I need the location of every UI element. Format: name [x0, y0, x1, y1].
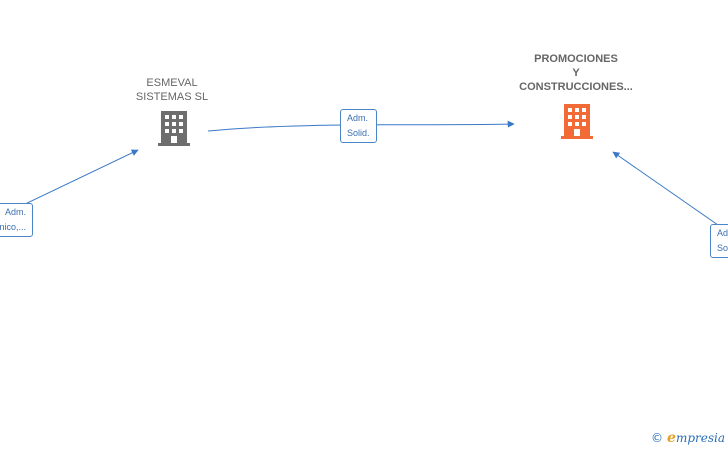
empresia-watermark: ©empresia	[651, 430, 725, 446]
node-label-line: Y	[572, 67, 580, 79]
edge-label-line: Solid.	[717, 243, 728, 253]
edge-label-line: Solid.	[347, 128, 370, 138]
edge-label-line: Adm.	[347, 113, 369, 123]
node-label-promociones[interactable]: PROMOCIONES Y CONSTRUCCIONES...	[496, 52, 656, 94]
node-label-line: CONSTRUCCIONES...	[519, 81, 633, 93]
edge-label-adm-solid[interactable]: Adm. Solid.	[340, 109, 377, 143]
building-icon[interactable]	[561, 103, 593, 139]
edge-label-adm-solid-right[interactable]: Adm. Solid.	[710, 224, 728, 258]
copyright-icon: ©	[651, 431, 664, 445]
node-label-line: SISTEMAS SL	[135, 91, 209, 103]
edge-label-line: Adm.	[5, 207, 27, 217]
node-label-esmeval[interactable]: ESMEVAL SISTEMAS SL	[122, 76, 222, 104]
edge-right-to-promociones	[612, 151, 728, 233]
edge-label-line: Unico,...	[0, 222, 27, 232]
building-icon[interactable]	[158, 110, 190, 146]
edge-label-adm-unico[interactable]: Adm. Unico,...	[0, 203, 34, 237]
edge-label-line: Adm.	[717, 228, 728, 238]
node-label-line: PROMOCIONES	[534, 53, 618, 65]
node-label-line: ESMEVAL	[146, 77, 198, 89]
brand-name: mpresia	[675, 431, 725, 445]
brand-initial: e	[667, 430, 676, 446]
